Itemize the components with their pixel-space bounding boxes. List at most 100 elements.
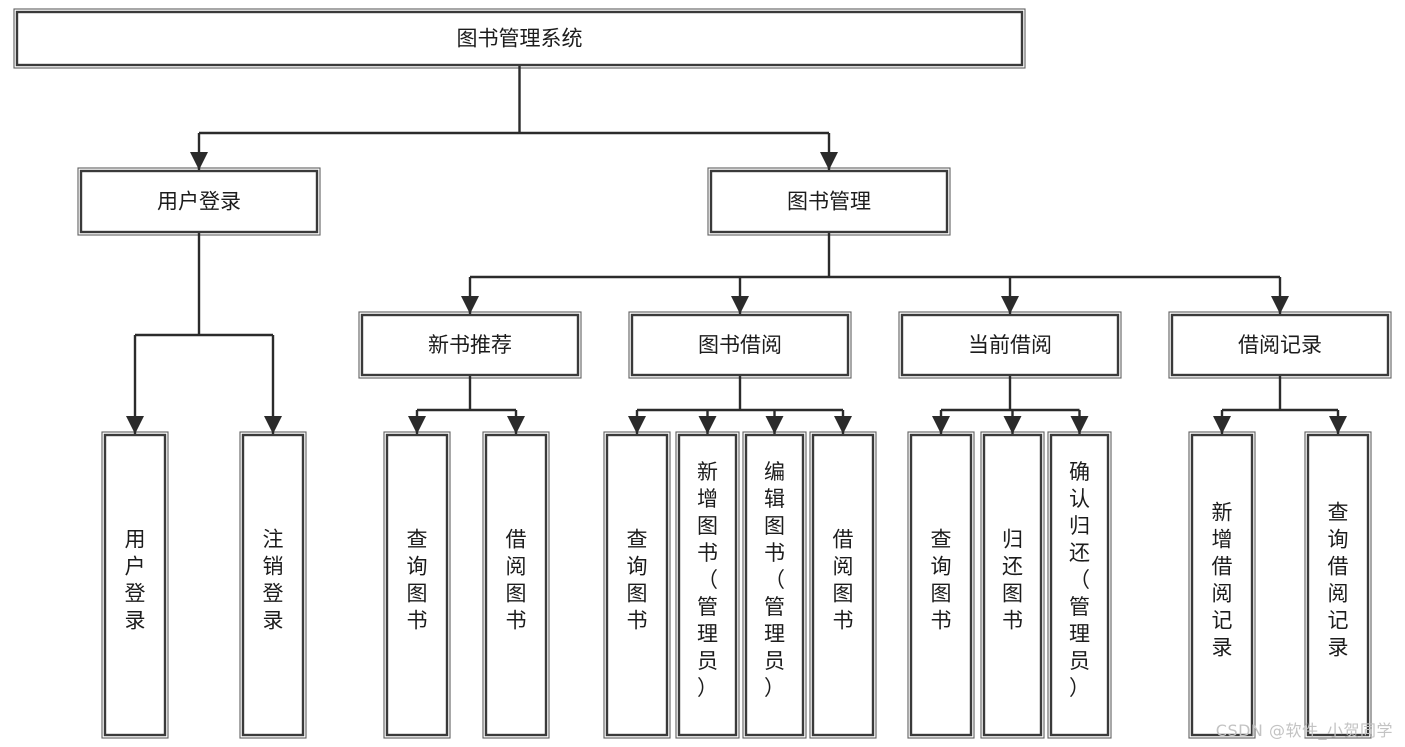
node-label: 用户登录 — [157, 190, 241, 214]
node-label: 查询图书 — [931, 528, 952, 633]
node-box-shadow — [239, 431, 307, 739]
node-box-查询图书 — [909, 433, 973, 737]
node-label: 确认归还（管理员） — [1069, 460, 1090, 700]
node-box-shadow — [101, 431, 169, 739]
node-label: 借阅记录 — [1238, 333, 1322, 357]
node-box-图书借阅 — [630, 313, 850, 377]
arrow-head-icon — [731, 296, 749, 314]
node-借阅图书[interactable]: 借阅图书 — [809, 431, 877, 739]
connector-layer — [126, 65, 1347, 434]
node-查询图书[interactable]: 查询图书 — [383, 431, 451, 739]
node-box-注销登录 — [241, 433, 305, 737]
arrow-head-icon — [932, 416, 950, 434]
node-box-借阅记录 — [1170, 313, 1390, 377]
node-label: 图书管理 — [787, 190, 871, 214]
node-label: 图书借阅 — [698, 333, 782, 357]
node-用户登录[interactable]: 用户登录 — [101, 431, 169, 739]
node-新书推荐[interactable]: 新书推荐 — [358, 311, 582, 379]
node-layer: 图书管理系统用户登录图书管理新书推荐图书借阅当前借阅借阅记录用户登录注销登录查询… — [13, 8, 1392, 739]
node-归还图书[interactable]: 归还图书 — [980, 431, 1045, 739]
node-box-新增借阅记录 — [1190, 433, 1254, 737]
node-label: 借阅图书 — [833, 528, 854, 633]
node-label: 查询借阅记录 — [1328, 501, 1349, 660]
node-box-确认归还管理员 — [1049, 433, 1110, 737]
node-box-当前借阅 — [900, 313, 1120, 377]
node-box-shadow — [1188, 431, 1256, 739]
arrow-head-icon — [1271, 296, 1289, 314]
node-图书管理[interactable]: 图书管理 — [707, 167, 951, 236]
node-box-查询图书 — [605, 433, 669, 737]
node-box-shadow — [675, 431, 740, 739]
arrow-head-icon — [1070, 416, 1089, 434]
node-图书借阅[interactable]: 图书借阅 — [628, 311, 852, 379]
node-box-shadow — [707, 167, 951, 236]
node-box-查询图书 — [385, 433, 449, 737]
node-label: 新书推荐 — [428, 333, 512, 357]
arrow-head-icon — [1003, 416, 1022, 434]
node-label: 新增图书（管理员） — [697, 460, 718, 700]
node-box-用户登录 — [79, 169, 319, 234]
node-box-shadow — [1304, 431, 1372, 739]
node-box-shadow — [898, 311, 1122, 379]
arrow-head-icon — [698, 416, 717, 434]
arrow-head-icon — [628, 416, 646, 434]
node-box-shadow — [482, 431, 550, 739]
arrow-head-icon — [461, 296, 479, 314]
node-查询图书[interactable]: 查询图书 — [603, 431, 671, 739]
node-当前借阅[interactable]: 当前借阅 — [898, 311, 1122, 379]
node-box-归还图书 — [982, 433, 1043, 737]
node-label: 用户登录 — [125, 528, 146, 633]
node-box-编辑图书管理员 — [744, 433, 805, 737]
node-box-shadow — [809, 431, 877, 739]
node-查询图书[interactable]: 查询图书 — [907, 431, 975, 739]
arrow-head-icon — [1329, 416, 1347, 434]
node-box-查询借阅记录 — [1306, 433, 1370, 737]
node-查询借阅记录[interactable]: 查询借阅记录 — [1304, 431, 1372, 739]
node-借阅记录[interactable]: 借阅记录 — [1168, 311, 1392, 379]
arrow-head-icon — [820, 152, 838, 170]
node-box-新增图书管理员 — [677, 433, 738, 737]
node-编辑图书管理员[interactable]: 编辑图书（管理员） — [742, 431, 807, 739]
node-新增图书管理员[interactable]: 新增图书（管理员） — [675, 431, 740, 739]
arrow-head-icon — [765, 416, 784, 434]
node-label: 查询图书 — [627, 528, 648, 633]
node-注销登录[interactable]: 注销登录 — [239, 431, 307, 739]
node-box-shadow — [628, 311, 852, 379]
arrow-head-icon — [408, 416, 426, 434]
node-新增借阅记录[interactable]: 新增借阅记录 — [1188, 431, 1256, 739]
node-label: 图书管理系统 — [457, 27, 583, 51]
node-label: 查询图书 — [407, 528, 428, 633]
node-确认归还管理员[interactable]: 确认归还（管理员） — [1047, 431, 1112, 739]
node-box-用户登录 — [103, 433, 167, 737]
node-label: 借阅图书 — [506, 528, 527, 633]
arrow-head-icon — [1001, 296, 1019, 314]
node-label: 新增借阅记录 — [1212, 501, 1233, 660]
node-label: 归还图书 — [1002, 528, 1023, 633]
node-box-shadow — [77, 167, 321, 236]
arrow-head-icon — [834, 416, 852, 434]
node-box-新书推荐 — [360, 313, 580, 377]
node-box-shadow — [13, 8, 1026, 69]
arrow-head-icon — [126, 416, 144, 434]
node-图书管理系统[interactable]: 图书管理系统 — [13, 8, 1026, 69]
node-label: 编辑图书（管理员） — [764, 460, 785, 700]
node-label: 当前借阅 — [968, 333, 1052, 357]
node-box-shadow — [603, 431, 671, 739]
node-box-shadow — [1168, 311, 1392, 379]
arrow-head-icon — [264, 416, 282, 434]
node-box-图书管理系统 — [15, 10, 1024, 67]
node-box-图书管理 — [709, 169, 949, 234]
node-box-shadow — [907, 431, 975, 739]
node-box-借阅图书 — [484, 433, 548, 737]
node-借阅图书[interactable]: 借阅图书 — [482, 431, 550, 739]
node-box-shadow — [383, 431, 451, 739]
node-box-shadow — [358, 311, 582, 379]
arrow-head-icon — [507, 416, 525, 434]
node-label: 注销登录 — [263, 528, 284, 633]
node-box-shadow — [742, 431, 807, 739]
node-用户登录[interactable]: 用户登录 — [77, 167, 321, 236]
arrow-head-icon — [1213, 416, 1231, 434]
arrow-head-icon — [190, 152, 208, 170]
